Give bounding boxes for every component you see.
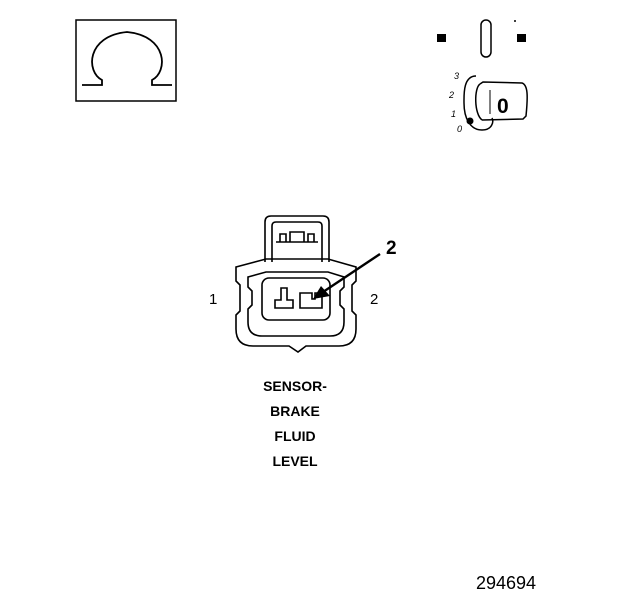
ignition-position-0: 0 [457,124,463,134]
ignition-pointer-dot-icon [466,117,474,125]
indicator-left-square-icon [437,34,446,42]
indicator-slot-icon [480,19,492,58]
ohmmeter-box [75,19,177,102]
callout-number: 2 [386,238,397,259]
ignition-position-2: 2 [449,90,455,100]
callout-arrowhead-icon [313,286,330,299]
ignition-key-icon [463,75,528,131]
component-name-line-4: LEVEL [272,453,318,469]
ignition-position-1: 1 [451,109,457,119]
pin-label-1: 1 [209,291,218,308]
figure-number: 294694 [476,573,537,593]
indicator-dot-icon [514,20,516,22]
pin-label-2: 2 [370,291,379,308]
component-name-line-3: FLUID [274,428,316,444]
ignition-position-3: 3 [454,71,460,81]
indicator-right-square-icon [517,34,526,42]
component-name-line-1: SENSOR- [263,378,327,394]
connector-body [235,215,357,353]
ignition-key-label: 0 [497,95,509,118]
component-name-line-2: BRAKE [270,403,320,419]
ohm-symbol-icon [82,31,172,86]
callout-arrow-line [322,253,381,293]
